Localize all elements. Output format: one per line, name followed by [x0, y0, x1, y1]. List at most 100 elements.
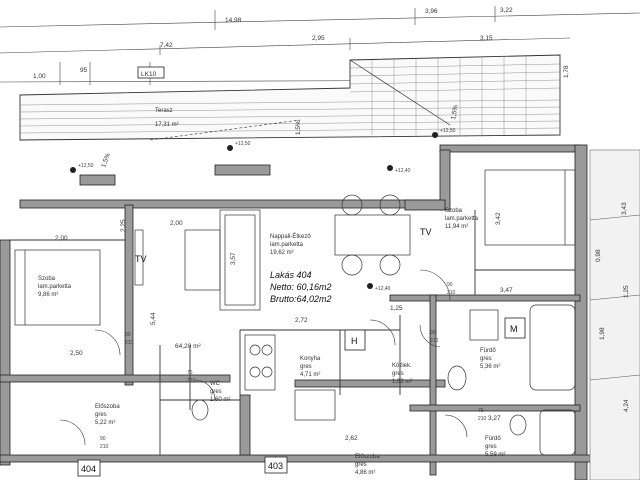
door-w-6: 90 — [100, 436, 106, 442]
dim-mid-1: 2,72 — [295, 317, 308, 324]
stair-note: 64,20 m² — [175, 343, 201, 350]
terrace — [19, 54, 561, 141]
room-bed2-floor: lam.parketta — [445, 216, 479, 222]
dim-mid-11: 3,57 — [230, 252, 237, 265]
furniture — [14, 169, 576, 456]
room-bed2-name: Szoba — [445, 208, 463, 214]
lk-tag: LK10 — [141, 71, 157, 78]
room-hall-name: Közlek. — [392, 363, 412, 369]
dim-mid-7: 2,00 — [55, 235, 68, 242]
door-h-5: 210 — [478, 416, 487, 422]
door-w-4: 90 — [430, 330, 436, 336]
apartment-title: Lakás 404 — [270, 270, 312, 280]
dim-mid-9: 2,25 — [120, 219, 127, 232]
level-2: +12,50 — [78, 163, 94, 169]
dim-right-3: 4,24 — [623, 399, 630, 412]
fixture-m-box — [504, 317, 526, 339]
level-1: +12,50 — [235, 141, 251, 147]
dim-right-1: 3,43 — [621, 202, 628, 215]
tv-left: TV — [135, 254, 147, 264]
door-h-6: 210 — [100, 444, 109, 450]
dim-mid-6: 2,50 — [70, 350, 83, 357]
room-terrace-area: 17,31 m² — [155, 122, 179, 128]
dim-top-6: 3,15 — [480, 35, 493, 42]
dim-mid-5: 3,27 — [488, 415, 501, 422]
door-h-2: 210 — [187, 378, 196, 384]
slope-left: 1,5% — [100, 152, 112, 169]
room-hall-floor: gres — [392, 371, 404, 377]
room-terrace-name: Terasz — [155, 108, 173, 114]
dim-right-4: 0,98 — [595, 249, 602, 262]
dim-mid-2: 1,25 — [390, 305, 403, 312]
door-h-4: 210 — [430, 338, 439, 344]
door-h-1: 210 — [125, 340, 134, 346]
room-entry2-area: 4,86 m² — [355, 470, 375, 476]
room-bath-floor: gres — [480, 356, 492, 362]
dim-mid-8: 2,00 — [170, 220, 183, 227]
room-bed1-name: Szoba — [38, 276, 56, 282]
room-hall-area: 1,62 m² — [392, 379, 412, 385]
tv-right: TV — [420, 227, 432, 237]
dim-top-5: 2,95 — [312, 35, 325, 42]
stair-block — [589, 149, 640, 480]
room-wc-area: 1,60 m² — [210, 397, 230, 403]
apartment-netto: Netto: 60,16m2 — [270, 282, 332, 292]
apartment-brutto: Brutto:64,02m2 — [270, 294, 332, 304]
room-entry1-floor: gres — [95, 412, 107, 418]
dim-right-2: 1,25 — [623, 285, 630, 298]
dim-top-7: 1,00 — [33, 73, 46, 80]
walls — [0, 144, 640, 480]
door-w-2: 75 — [187, 370, 193, 376]
room-bath2-name: Fürdő — [485, 436, 501, 442]
unit-403-box — [264, 456, 288, 474]
room-bed1-floor: lam.parketta — [38, 284, 72, 290]
room-living-floor: lam.parketta — [270, 242, 304, 248]
partitions — [10, 210, 575, 455]
room-kitchen-name: Konyha — [300, 356, 321, 362]
room-bed1-area: 9,86 m² — [38, 292, 58, 298]
room-entry2-floor: gres — [355, 462, 367, 468]
unit-404-box — [77, 459, 101, 477]
dim-mid-10: 3,42 — [495, 212, 502, 225]
level-4: +12,40 — [395, 168, 411, 174]
dim-top-9: 1,78 — [563, 65, 570, 78]
level-5: +12,50 — [440, 128, 456, 134]
dim-mid-12: 5,44 — [150, 312, 157, 325]
door-swings — [59, 269, 468, 446]
dim-right-5: 1,98 — [599, 327, 606, 340]
lk-tag-box — [137, 66, 165, 79]
fixture-m: M — [510, 324, 518, 334]
room-entry2-name: Előszoba — [355, 454, 380, 460]
room-bath2-area: 5,59 m² — [485, 452, 505, 458]
room-entry1-name: Előszoba — [95, 404, 120, 410]
room-wc-floor: gres — [210, 389, 222, 395]
room-wc-name: WC — [210, 381, 221, 387]
apartment-stamp: Lakás 404 Netto: 60,16m2 Brutto:64,02m2 — [270, 270, 332, 304]
door-w-3: 90 — [447, 282, 453, 288]
room-kitchen-floor: gres — [300, 364, 312, 370]
room-kitchen-area: 4,71 m² — [300, 372, 320, 378]
top-dimension-lines — [0, 6, 640, 85]
dim-mid-3: 3,47 — [500, 287, 513, 294]
room-bath-name: Fürdő — [480, 348, 496, 354]
dim-top-3: 3,22 — [500, 7, 513, 14]
level-3: +12,40 — [375, 286, 391, 292]
dim-mid-4: 2,62 — [345, 435, 358, 442]
room-bed2-area: 11,94 m² — [445, 224, 468, 230]
unit-403-label: 403 — [268, 461, 283, 471]
dim-top-1: 14,98 — [225, 17, 242, 24]
door-w-5: 75 — [478, 408, 484, 414]
room-living-area: 19,62 m² — [270, 250, 294, 256]
room-bath-area: 5,36 m² — [480, 364, 500, 370]
room-living-name: Nappali-Étkező — [270, 233, 311, 240]
room-bath2-floor: gres — [485, 444, 497, 450]
dim-top-8: 95 — [80, 67, 88, 74]
dim-top-4: 7,42 — [160, 42, 173, 49]
fixture-h: H — [351, 336, 358, 346]
slope-mid: 1,5% — [295, 120, 302, 135]
slope-right: 1,5% — [450, 104, 460, 120]
fixture-h-box — [344, 329, 366, 351]
door-h-3: 210 — [447, 290, 456, 296]
door-w-1: 90 — [125, 332, 131, 338]
